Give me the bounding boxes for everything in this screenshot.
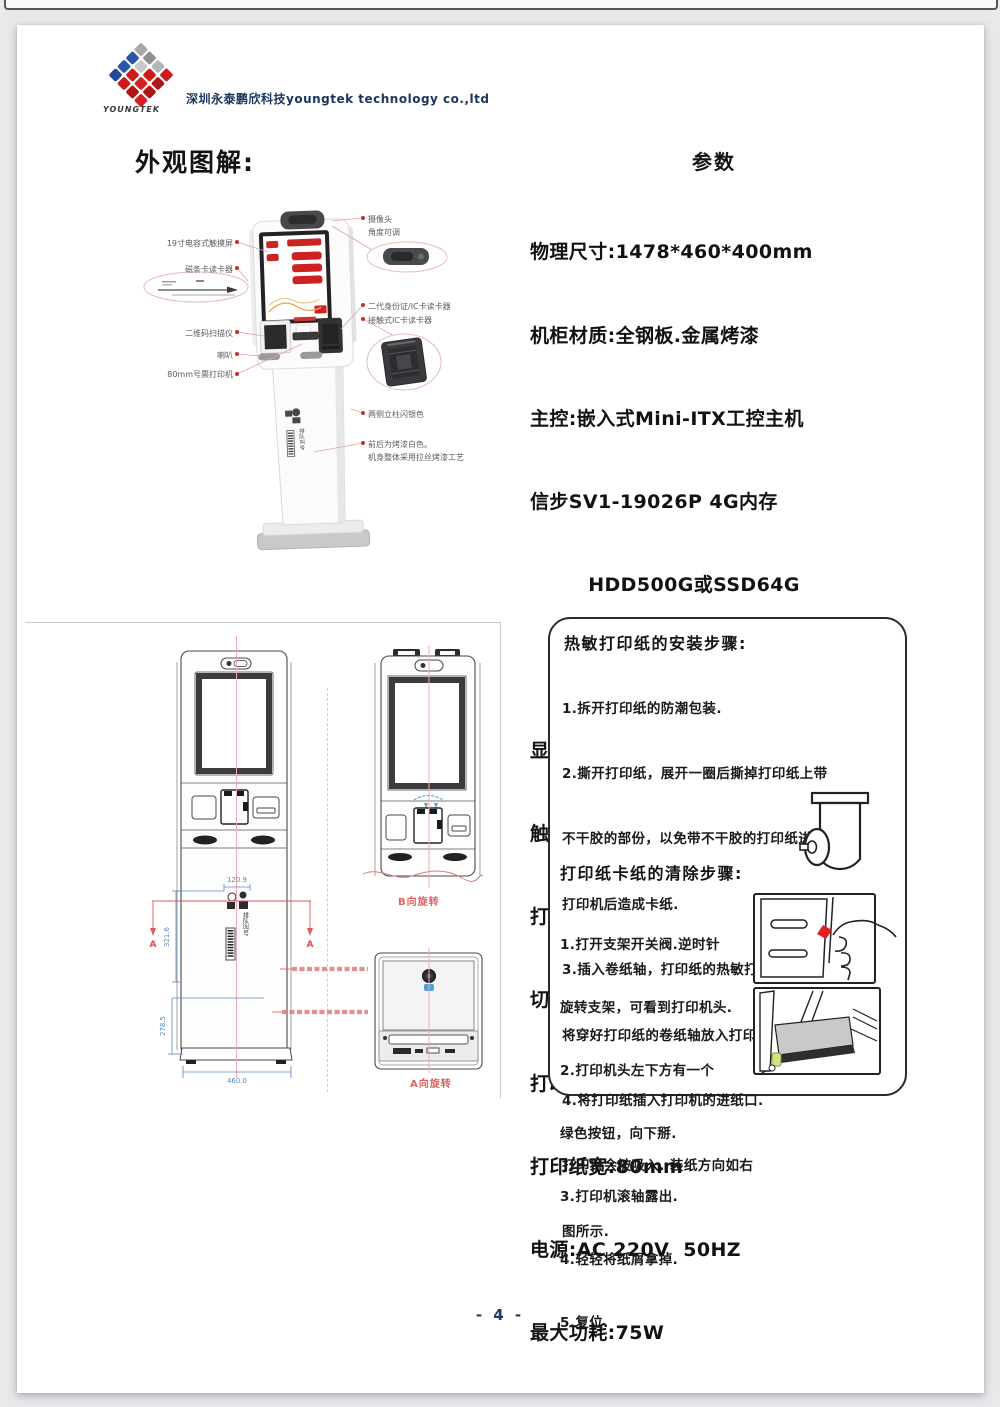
install-step-line: 1.拆开打印纸的防潮包装. [562, 700, 722, 717]
front-view-drawing: 排队叫号 120.9 321.6 278.5 460.0 [150, 636, 368, 1085]
spec-line: 主控:嵌入式Mini-ITX工控主机 [530, 407, 804, 430]
jam-step-line: 5.复位. [560, 1315, 609, 1331]
spec-line: 机柜材质:全钢板.金属烤漆 [530, 324, 760, 347]
spec-line: 物理尺寸:1478*460*400mm [530, 241, 813, 264]
brand-wordmark: YOUNGTEK [103, 105, 161, 114]
jam-diagram-roller [753, 987, 881, 1075]
jam-step-line: 1.打开支架开关阀.逆时针 [560, 937, 720, 953]
page-title: 外观图解: [135, 148, 255, 177]
spec-line: 打印纸宽:80mm [530, 1155, 684, 1178]
b-view-drawing [362, 645, 484, 888]
company-name: 深圳永泰鹏欣科技youngtek technology co.,ltd [186, 92, 490, 106]
jam-step-line: 2.打印机头左下方有一个 [560, 1063, 715, 1079]
kiosk-decal-text: 排队叫号 [298, 427, 306, 452]
jam-step-line: 4.轻轻将纸屑拿掉. [560, 1252, 679, 1268]
jam-step-line: 旋转支架，可看到打印机头. [560, 1000, 733, 1016]
page-number: - 4 - [475, 1306, 525, 1324]
callout-ticket-printer: 80mm号票打印机 [167, 370, 233, 379]
magstripe-reader-zoom [143, 271, 249, 303]
callout-speaker: 喇叭 [217, 351, 233, 360]
camera-zoom [366, 241, 448, 273]
dim-lower-height: 278.5 [159, 1016, 167, 1036]
jam-diagram-press-button [753, 893, 897, 984]
jam-step-line: 绿色按钮，向下掰. [560, 1126, 677, 1142]
paper-roll-diagram [799, 791, 870, 871]
jam-steps: 1.打开支架开关阀.逆时针 旋转支架，可看到打印机头. 2.打印机头左下方有一个… [560, 893, 732, 1376]
callout-body-finish-1: 前后为烤漆白色。 [368, 440, 432, 449]
divider-line [25, 622, 500, 623]
divider-line [500, 622, 501, 1098]
section-marker-left: A [150, 940, 157, 950]
callout-camera: 摄像头 [368, 215, 392, 224]
callout-camera-note: 角度可调 [368, 228, 400, 237]
dim-base-width: 460.0 [227, 1077, 247, 1085]
spec-line: 最大功耗:75W [530, 1321, 665, 1344]
callout-magstripe-reader: 磁条卡读卡器 [185, 265, 233, 274]
params-title: 参数 [692, 150, 736, 174]
callout-touchscreen: 19寸电容式触摸屏 [166, 239, 233, 248]
jam-title: 打印纸卡纸的清除步骤: [560, 864, 743, 883]
jam-step-line: 3.打印机滚轴露出. [560, 1189, 679, 1205]
callout-pillar-finish: 两侧立柱闪银色 [368, 410, 424, 419]
dim-upper-height: 321.6 [163, 926, 171, 947]
ic-reader-zoom [366, 333, 442, 391]
construction-line [327, 688, 328, 1092]
install-title: 热敏打印纸的安装步骤: [564, 634, 747, 653]
spec-line: 电源:AC 220V 50HZ [530, 1238, 741, 1261]
callout-contact-ic-reader: 接触式IC卡读卡器 [368, 316, 432, 325]
install-step-line: 打印机后造成卡纸. [562, 896, 679, 913]
install-step-line: 4.将打印纸插入打印机的进纸口. [562, 1092, 764, 1109]
view-a-label: A向旋转 [410, 1079, 452, 1090]
install-step-line: 打印纸会被吸入. 装纸方向如右 [562, 1158, 754, 1175]
install-step-line: 不干胶的部份，以免带不干胶的打印纸进入 [562, 831, 827, 848]
install-step-line: 图所示. [562, 1223, 610, 1240]
section-marker-right: A [307, 940, 314, 950]
a-top-view-drawing [374, 948, 483, 1073]
spec-line: HDD500G或SSD64G [530, 573, 800, 596]
install-step-line: 将穿好打印纸的卷纸轴放入打印机支架. [562, 1027, 804, 1044]
callout-body-finish-2: 机身整体采用拉丝烤漆工艺 [368, 453, 464, 462]
callout-qr-scanner: 二维码扫描仪 [185, 329, 233, 338]
view-b-label: B向旋转 [398, 897, 440, 908]
previous-page-edge [4, 0, 998, 10]
dim-logo-width: 120.9 [227, 876, 247, 884]
front-decal-text: 排队叫号 [242, 911, 249, 937]
spec-line: 信步SV1-19026P 4G内存 [530, 490, 778, 513]
install-step-line: 2.撕开打印纸，展开一圈后撕掉打印纸上带 [562, 765, 828, 782]
kiosk-photo: 排队叫号 [143, 210, 448, 551]
callout-id-card-reader: 二代身份证/IC卡读卡器 [368, 302, 451, 311]
